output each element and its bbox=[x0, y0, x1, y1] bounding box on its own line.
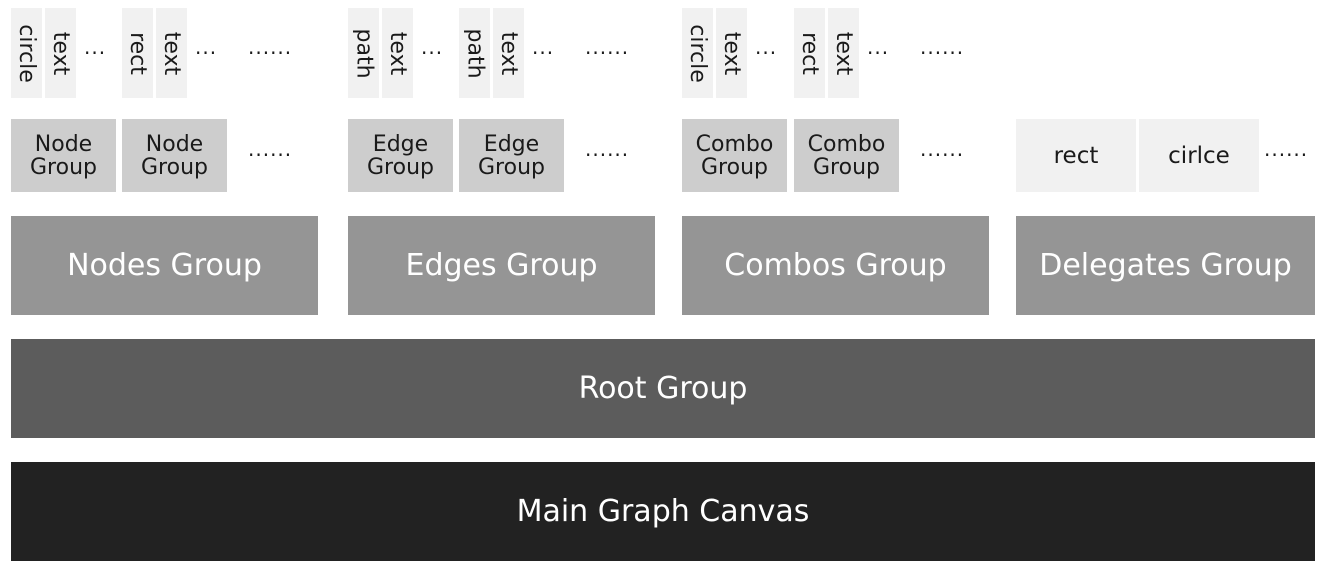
ellipsis: ...... bbox=[585, 35, 630, 59]
ellipsis: ...... bbox=[920, 137, 965, 161]
shape-label: circle bbox=[685, 23, 711, 83]
edge-group-1: Edge Group bbox=[348, 119, 453, 192]
node-group-1: Node Group bbox=[11, 119, 116, 192]
layer-label: Delegates Group bbox=[1039, 248, 1292, 283]
group-label-line2: Group bbox=[478, 154, 545, 180]
shape-rect-node-2: rect bbox=[122, 8, 153, 98]
shape-label: rect bbox=[125, 31, 151, 75]
delegate-circle: cirlce bbox=[1139, 119, 1259, 192]
shape-label: text bbox=[719, 31, 745, 75]
shape-path-edge-2: path bbox=[459, 8, 490, 98]
ellipsis: ... bbox=[84, 35, 107, 59]
group-label-line1: Edge bbox=[483, 131, 540, 157]
shape-text-combo-2: text bbox=[828, 8, 859, 98]
delegate-rect: rect bbox=[1016, 119, 1136, 192]
ellipsis: ...... bbox=[585, 137, 630, 161]
group-label-line2: Group bbox=[701, 154, 768, 180]
group-label-line1: Edge bbox=[372, 131, 429, 157]
ellipsis: ...... bbox=[248, 137, 293, 161]
layer-label: Combos Group bbox=[724, 248, 947, 283]
edges-group: Edges Group bbox=[348, 216, 655, 315]
delegate-label: cirlce bbox=[1168, 142, 1230, 169]
combos-group: Combos Group bbox=[682, 216, 989, 315]
ellipsis: ... bbox=[867, 35, 890, 59]
shape-text-edge-1: text bbox=[382, 8, 413, 98]
group-label-line2: Group bbox=[30, 154, 97, 180]
shape-text-node-1: text bbox=[45, 8, 76, 98]
shape-label: rect bbox=[797, 31, 823, 75]
group-label-line1: Node bbox=[145, 131, 204, 157]
node-group-2: Node Group bbox=[122, 119, 227, 192]
group-label-line2: Group bbox=[367, 154, 434, 180]
shape-label: path bbox=[351, 27, 377, 79]
main-graph-canvas: Main Graph Canvas bbox=[11, 462, 1315, 561]
delegate-label: rect bbox=[1053, 142, 1099, 169]
group-label-line1: Node bbox=[34, 131, 93, 157]
group-label-line2: Group bbox=[141, 154, 208, 180]
shape-label: text bbox=[159, 31, 185, 75]
shape-circle-node-1: circle bbox=[11, 8, 42, 98]
ellipsis: ...... bbox=[1264, 137, 1309, 161]
layer-label: Nodes Group bbox=[67, 248, 262, 283]
ellipsis: ... bbox=[195, 35, 218, 59]
root-group-label: Root Group bbox=[578, 371, 748, 406]
ellipsis: ... bbox=[532, 35, 555, 59]
shape-text-node-2: text bbox=[156, 8, 187, 98]
shape-label: circle bbox=[14, 23, 40, 83]
shape-label: text bbox=[496, 31, 522, 75]
combo-group-1: Combo Group bbox=[682, 119, 787, 192]
shape-circle-combo-1: circle bbox=[682, 8, 713, 98]
delegates-group: Delegates Group bbox=[1016, 216, 1315, 315]
group-label-line1: Combo bbox=[695, 131, 774, 157]
edge-group-2: Edge Group bbox=[459, 119, 564, 192]
main-canvas-label: Main Graph Canvas bbox=[516, 494, 810, 529]
layer-label: Edges Group bbox=[405, 248, 598, 283]
ellipsis: ...... bbox=[248, 35, 293, 59]
shape-label: text bbox=[385, 31, 411, 75]
ellipsis: ... bbox=[421, 35, 444, 59]
shape-text-combo-1: text bbox=[716, 8, 747, 98]
shape-label: text bbox=[831, 31, 857, 75]
shape-label: path bbox=[462, 27, 488, 79]
root-group: Root Group bbox=[11, 339, 1315, 438]
shape-label: text bbox=[48, 31, 74, 75]
group-label-line1: Combo bbox=[807, 131, 886, 157]
nodes-group: Nodes Group bbox=[11, 216, 318, 315]
group-label-line2: Group bbox=[813, 154, 880, 180]
ellipsis: ...... bbox=[920, 35, 965, 59]
shape-rect-combo-2: rect bbox=[794, 8, 825, 98]
ellipsis: ... bbox=[755, 35, 778, 59]
shape-text-edge-2: text bbox=[493, 8, 524, 98]
shape-path-edge-1: path bbox=[348, 8, 379, 98]
combo-group-2: Combo Group bbox=[794, 119, 899, 192]
